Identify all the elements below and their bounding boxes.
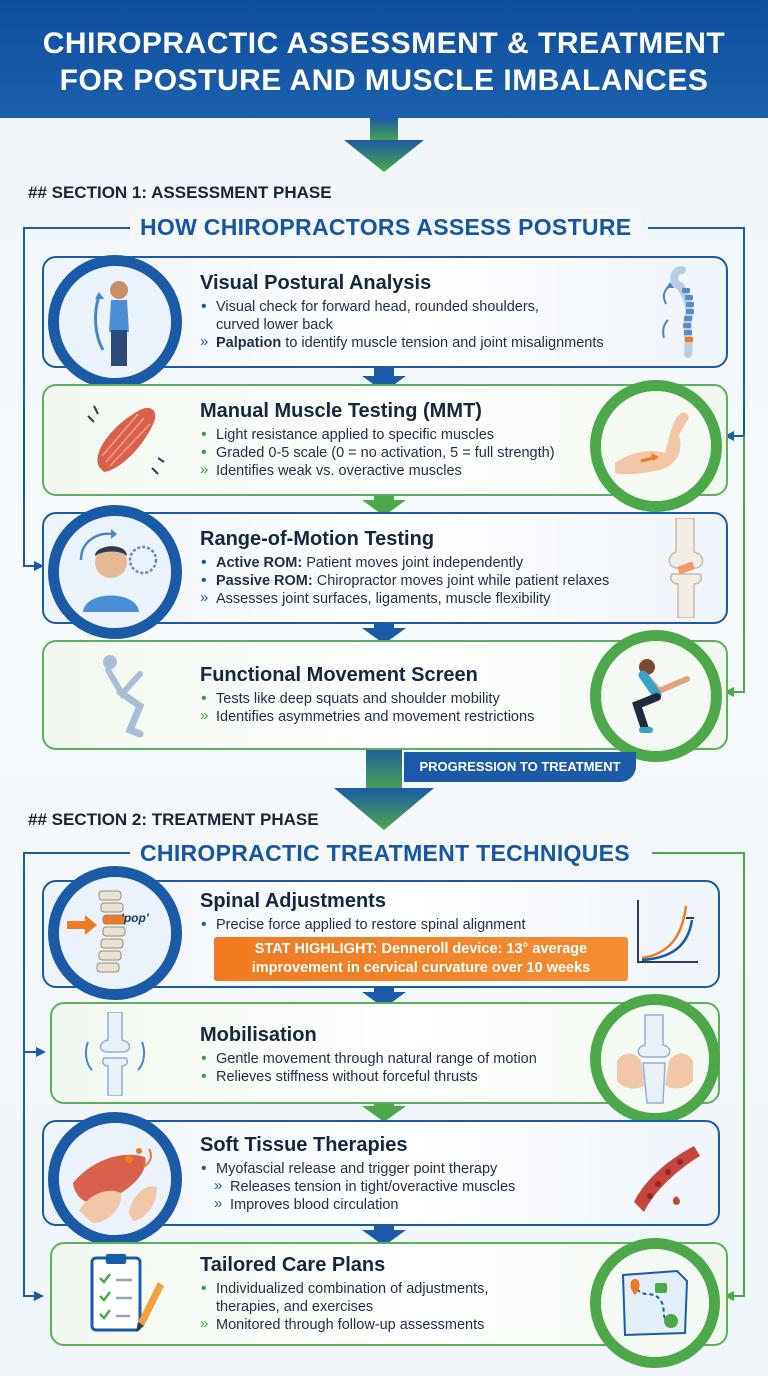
list-item: Active ROM: Patient moves joint independ… [200,554,670,572]
header-banner: CHIROPRACTIC ASSESSMENT & TREATMENT FOR … [0,0,768,118]
section-1-title: HOW CHIROPRACTORS ASSESS POSTURE [130,214,642,241]
arm-flex-icon [590,380,722,512]
squat-figure-icon [90,650,160,740]
stat-line-1: STAT HIGHLIGHT: Denneroll device: 13° av… [254,941,588,957]
page-title-line-2: FOR POSTURE AND MUSCLE IMBALANCES [59,64,709,97]
list-item: Monitored through follow-up assessments [200,1315,620,1334]
stat-highlight: STAT HIGHLIGHT: Denneroll device: 13° av… [214,937,628,981]
list-item: Graded 0-5 scale (0 = no activation, 5 =… [200,444,620,462]
down-arrow-header [344,118,424,172]
card-title: Range-of-Motion Testing [200,528,435,550]
stat-line-2: improvement in cervical curvature over 1… [251,960,591,976]
knee-joint-icon [654,518,718,618]
blood-vessel-icon [624,1132,704,1216]
list-item: therapies, and exercises [216,1299,374,1315]
card-bullets: Myofascial release and trigger point the… [200,1160,640,1214]
card-title: Soft Tissue Therapies [200,1134,408,1156]
card-title: Manual Muscle Testing (MMT) [200,400,482,422]
list-item: Identifies asymmetries and movement rest… [200,707,620,726]
card-bullets: Individualized combination of adjustment… [200,1280,620,1334]
section-2-label: ## SECTION 2: TREATMENT PHASE [28,810,319,829]
card-spinal-adjustments: Spinal Adjustments Precise force applied… [42,880,720,988]
card-bullets: Light resistance applied to specific mus… [200,426,620,480]
soft-tissue-icon [48,1112,182,1246]
progression-to-treatment-banner: PROGRESSION TO TREATMENT [404,752,636,782]
card-title: Tailored Care Plans [200,1254,386,1276]
list-item: Identifies weak vs. overactive muscles [200,461,620,480]
card-title: Visual Postural Analysis [200,272,432,294]
spine-posture-icon [652,264,712,360]
squat-athlete-icon [590,630,722,762]
list-item: Improves blood circulation [214,1195,640,1214]
card-bullets: Tests like deep squats and shoulder mobi… [200,690,620,726]
care-plan-map-icon [590,1238,720,1368]
clipboard-icon [86,1252,166,1336]
list-item: Visual check for forward head, rounded s… [200,298,670,316]
head-rotation-icon [48,505,182,639]
card-bullets: Active ROM: Patient moves joint independ… [200,554,670,608]
posture-figure-icon [48,255,182,389]
list-item: Individualized combination of adjustment… [200,1280,620,1298]
section-1-label: ## SECTION 1: ASSESSMENT PHASE [28,183,332,202]
list-item: Releases tension in tight/overactive mus… [214,1177,640,1196]
page-title-line-1: CHIROPRACTIC ASSESSMENT & TREATMENT [42,27,726,60]
list-item: Light resistance applied to specific mus… [200,426,620,444]
card-title: Functional Movement Screen [200,664,478,686]
list-item: Tests like deep squats and shoulder mobi… [200,690,620,708]
list-item: Passive ROM: Chiropractor moves joint wh… [200,572,670,590]
list-item: Assesses joint surfaces, ligaments, musc… [200,589,670,608]
hands-joint-icon [590,994,720,1124]
down-arrow-progression [334,746,434,830]
card-bullets: Visual check for forward head, rounded s… [200,298,670,352]
card-title: Spinal Adjustments [200,890,386,912]
list-item: Gentle movement through natural range of… [200,1050,620,1068]
joint-mobility-icon [80,1012,150,1096]
list-item: Myofascial release and trigger point the… [200,1160,640,1178]
card-title: Mobilisation [200,1024,317,1046]
section-2-title: CHIROPRACTIC TREATMENT TECHNIQUES [130,840,640,867]
curvature-graph-icon [632,896,702,968]
list-item: Relieves stiffness without forceful thru… [200,1068,620,1086]
card-bullets: Precise force applied to restore spinal … [200,916,640,934]
list-item: curved lower back [216,317,333,333]
list-item: Palpation to identify muscle tension and… [200,333,670,352]
pop-label: 'pop' [121,911,149,925]
list-item: Precise force applied to restore spinal … [200,916,640,934]
card-bullets: Gentle movement through natural range of… [200,1050,620,1086]
spine-adjustment-icon: 'pop' [48,866,182,1000]
muscle-icon [80,396,170,482]
